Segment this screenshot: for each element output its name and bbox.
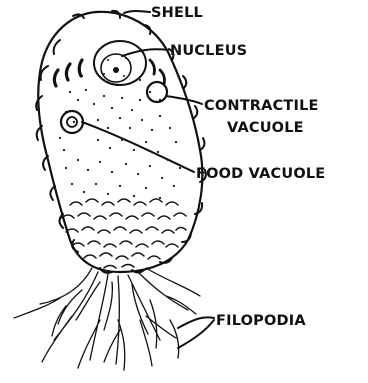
label-nucleus: NUCLEUS xyxy=(170,43,247,59)
label-food-vacuole: FOOD VACUOLE xyxy=(196,166,325,182)
food-vacuole-organelle xyxy=(61,111,83,133)
label-contractile-line1: CONTRACTILE xyxy=(204,98,319,114)
label-contractile-line2: VACUOLE xyxy=(227,120,304,136)
crescent-granules xyxy=(54,60,164,86)
filopodia-threads xyxy=(14,268,200,370)
label-filopodia: FILOPODIA xyxy=(216,313,306,329)
shell-leader xyxy=(124,11,150,13)
contractile-leader xyxy=(166,96,202,104)
nucleus-organelle xyxy=(94,41,146,85)
label-shell: SHELL xyxy=(151,5,203,21)
food-vacuole-leader xyxy=(82,122,194,172)
